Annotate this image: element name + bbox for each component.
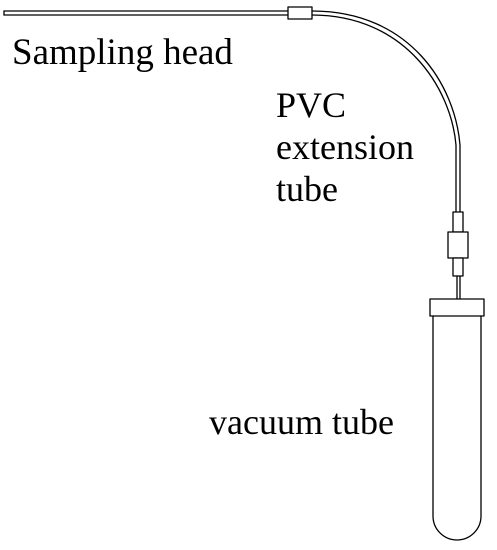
upper-fitting — [452, 211, 464, 233]
vacuum-tube — [429, 298, 485, 541]
pvc-extension-tube-label: PVC extension tube — [276, 84, 414, 210]
needle — [456, 275, 461, 300]
vacuum-tube-body — [432, 315, 482, 541]
lower-fitting — [452, 257, 464, 277]
sampling-head-label: Sampling head — [12, 32, 233, 73]
pvc-label-line-2: extension — [276, 127, 414, 167]
vacuum-tube-cap — [429, 298, 485, 317]
pvc-extension-tube — [311, 10, 461, 213]
pvc-label-line-3: tube — [276, 169, 338, 209]
sampling-head-rod — [3, 10, 289, 16]
middle-connector — [447, 231, 469, 259]
head-connector — [287, 6, 313, 20]
vacuum-tube-label: vacuum tube — [209, 402, 394, 442]
pvc-label-line-1: PVC — [276, 85, 347, 125]
